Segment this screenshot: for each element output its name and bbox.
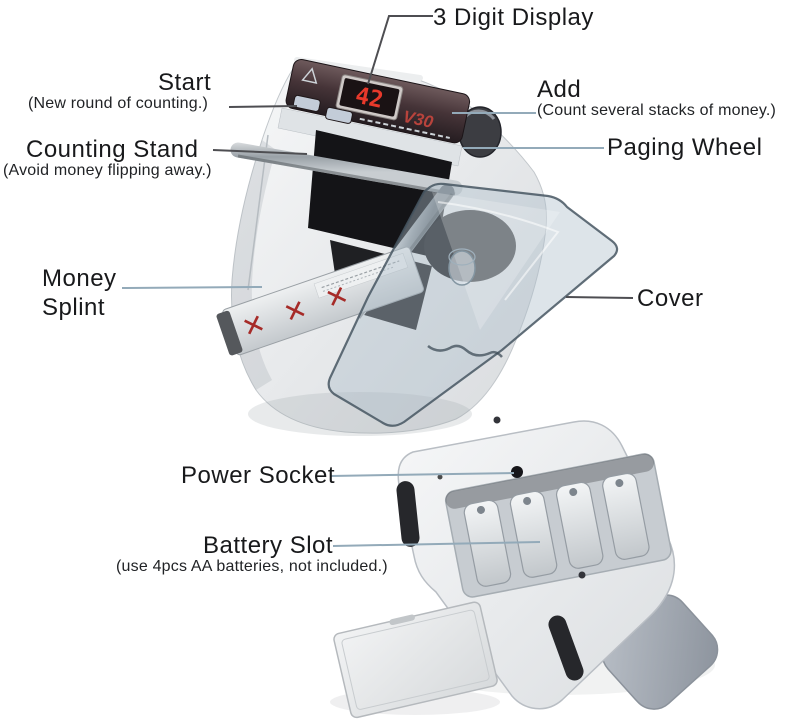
leader-money-splint [121, 286, 263, 289]
battery-channel [602, 472, 650, 560]
counting-stand-bar-shade [237, 154, 456, 196]
start-label: Start [158, 69, 212, 96]
counting-stand-bar [230, 142, 463, 196]
leader-counting-stand [212, 149, 308, 155]
screw-dot [493, 416, 501, 424]
panel-caption-strip [359, 117, 450, 139]
start-note: (New round of counting.) [28, 95, 209, 112]
battery-contact [476, 505, 485, 514]
cover-label: Cover [637, 285, 704, 312]
counting-stand-note: (Avoid money flipping away.) [3, 162, 212, 179]
rubber-strip-left [396, 481, 420, 547]
transparent-cover [327, 182, 619, 427]
control-panel: 42 V30 [285, 58, 471, 144]
cover-squiggle [427, 344, 503, 358]
battery-slot-label: Battery Slot [203, 532, 334, 559]
cover-bump-top [448, 248, 476, 266]
leader-cover [565, 296, 634, 299]
cover-fold-highlight [437, 201, 560, 301]
bottom-unit [396, 416, 719, 710]
battery-contact [569, 488, 578, 497]
top-unit: 42 V30 ✕ ✕ ✕ [216, 57, 619, 436]
splint-end-clip [216, 310, 243, 356]
body-bottom-shading [248, 392, 472, 436]
battery-channel [509, 490, 558, 578]
money-splint-label: Money Splint [42, 265, 117, 322]
add-label: Add [537, 76, 582, 103]
cover-bump [448, 250, 476, 286]
screw-dot [437, 474, 443, 480]
battery-compartment [444, 453, 672, 598]
leader-start [228, 105, 298, 108]
plate-inner-line [341, 609, 490, 710]
feed-roller [424, 210, 516, 282]
battery-channel [555, 481, 604, 569]
cover-sheen [432, 192, 560, 330]
leader-power-socket [330, 472, 515, 477]
battery-tray-shadow [445, 453, 654, 509]
battery-slot-note: (use 4pcs AA batteries, not included.) [116, 558, 388, 575]
leader-battery-slot [332, 541, 541, 547]
add-note: (Count several stacks of money.) [537, 102, 777, 119]
display-value: 42 [353, 83, 386, 114]
screw-dot [578, 571, 586, 579]
rubber-strip-right [548, 615, 584, 681]
warning-icon [301, 67, 318, 84]
battery-cover-plate [330, 601, 500, 719]
splint-label-text-line [321, 260, 400, 289]
leader-lines [121, 15, 634, 547]
panel-button [292, 94, 321, 112]
power-socket-label: Power Socket [181, 462, 336, 489]
leader-display [367, 15, 433, 85]
battery-contact [523, 496, 532, 505]
panel-button [325, 106, 353, 124]
panel-lower-rim [277, 107, 463, 167]
display-label: 3 Digit Display [433, 4, 594, 31]
plate-latch-notch [389, 614, 415, 626]
paging-wheel-rim [463, 109, 496, 120]
display-window [339, 78, 400, 117]
counting-stand-label: Counting Stand [26, 136, 199, 163]
cover-shell [327, 182, 619, 427]
paging-wheel-label: Paging Wheel [607, 134, 763, 161]
power-socket-hole [511, 466, 523, 478]
battery-contact [615, 479, 624, 488]
